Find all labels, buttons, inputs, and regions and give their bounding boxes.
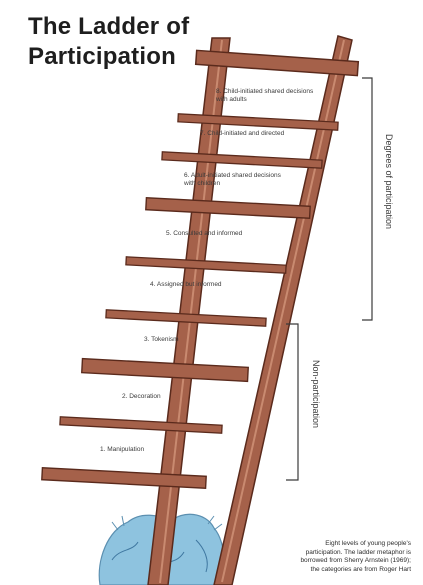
bracket-non [286, 324, 298, 480]
rung-label-3: 3. Tokenism [144, 336, 224, 344]
caption: Eight levels of young people's participa… [211, 540, 411, 574]
rung-label-6: 6. Adult-initiated shared decisions with… [184, 172, 290, 188]
rung-label-8: 8. Child-initiated shared decisions with… [216, 88, 324, 104]
rung-7 [162, 152, 322, 168]
rung-label-4: 4. Assigned but informed [150, 281, 230, 289]
rung-label-1: 1. Manipulation [100, 446, 180, 454]
rung-5 [126, 257, 286, 273]
rung-6 [146, 198, 310, 219]
caption-line-3: borrowed from Sherry Arnstein (1969); [300, 557, 411, 564]
caption-line-1: Eight levels of young people's [325, 540, 411, 547]
rung-label-7: 7. Child-initiated and directed [200, 130, 296, 138]
rung-label-5: 5. Consulted and informed [166, 230, 256, 238]
rung-3 [82, 359, 249, 382]
non-participation-label: Non-participation [311, 360, 321, 428]
caption-line-4: the categories are from Roger Hart [311, 566, 411, 573]
caption-line-2: participation. The ladder metaphor is [306, 549, 411, 556]
rung-2 [60, 417, 222, 433]
rung-label-2: 2. Decoration [122, 393, 202, 401]
degrees-label: Degrees of participation [384, 134, 394, 229]
bracket-degrees [362, 78, 372, 320]
